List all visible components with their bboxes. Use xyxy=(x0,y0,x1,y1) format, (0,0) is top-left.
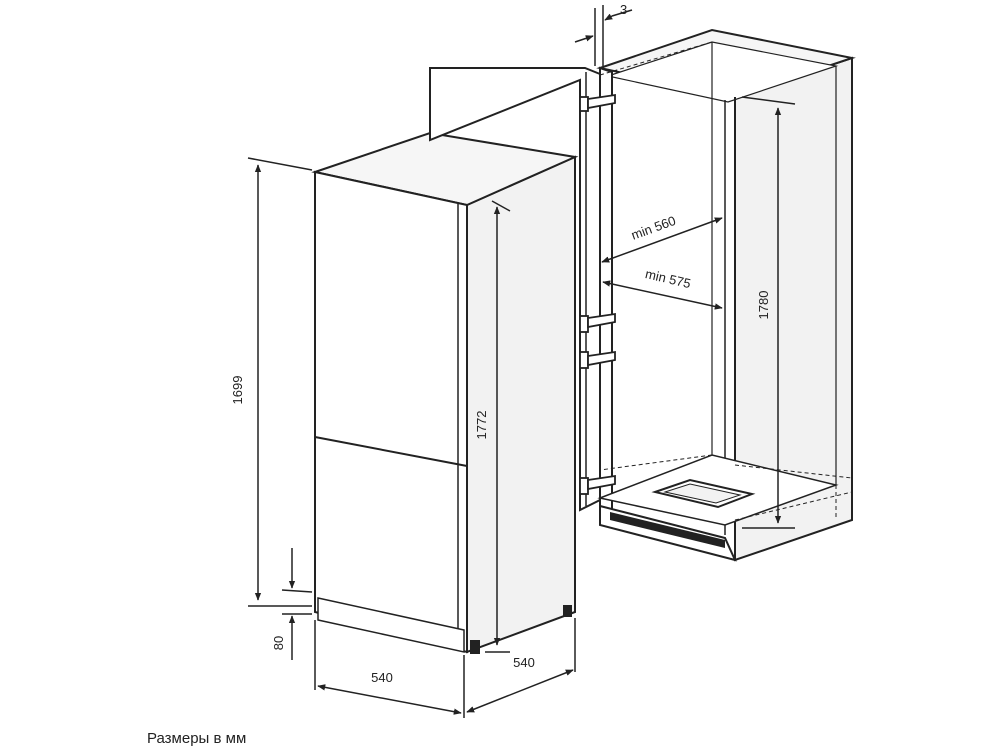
min-depth-label: min 575 xyxy=(644,266,692,291)
cabinet xyxy=(596,28,856,562)
min-width-label: min 560 xyxy=(629,213,678,243)
hinge-top xyxy=(579,93,616,112)
fridge-foot xyxy=(470,640,480,654)
dim-width-540 xyxy=(314,620,465,718)
plinth-height-label: 80 xyxy=(271,636,286,650)
width-label: 540 xyxy=(371,670,393,685)
cabinet-door xyxy=(429,67,601,512)
depth-label: 540 xyxy=(513,655,535,670)
units-caption: Размеры в мм xyxy=(147,730,247,747)
dim-1699 xyxy=(247,157,313,607)
fridge-side-panel xyxy=(466,155,576,654)
dim-80 xyxy=(281,548,313,660)
dim-gap-3 xyxy=(574,5,633,66)
hinge-bottom xyxy=(579,474,616,495)
fridge-foot xyxy=(563,605,572,617)
dim-1780 xyxy=(741,96,796,529)
refrigerator xyxy=(311,131,579,654)
hinge-middle xyxy=(579,312,616,333)
fridge-plinth xyxy=(317,597,465,653)
niche-height-label: 1780 xyxy=(756,291,771,320)
cabinet-front-stile xyxy=(599,66,613,520)
dim-1772 xyxy=(485,200,511,653)
dim-min-560 xyxy=(601,217,723,263)
appliance-height-label: 1772 xyxy=(474,411,489,440)
dim-min-575 xyxy=(602,280,723,310)
hinges xyxy=(579,93,616,495)
hinge-middle-2 xyxy=(579,350,616,369)
fridge-front-panel xyxy=(314,170,468,654)
total-height-label: 1699 xyxy=(230,376,245,405)
dim-depth-540 xyxy=(466,618,576,713)
door-gap-label: 3 xyxy=(620,2,627,17)
door-split-line xyxy=(314,436,468,467)
